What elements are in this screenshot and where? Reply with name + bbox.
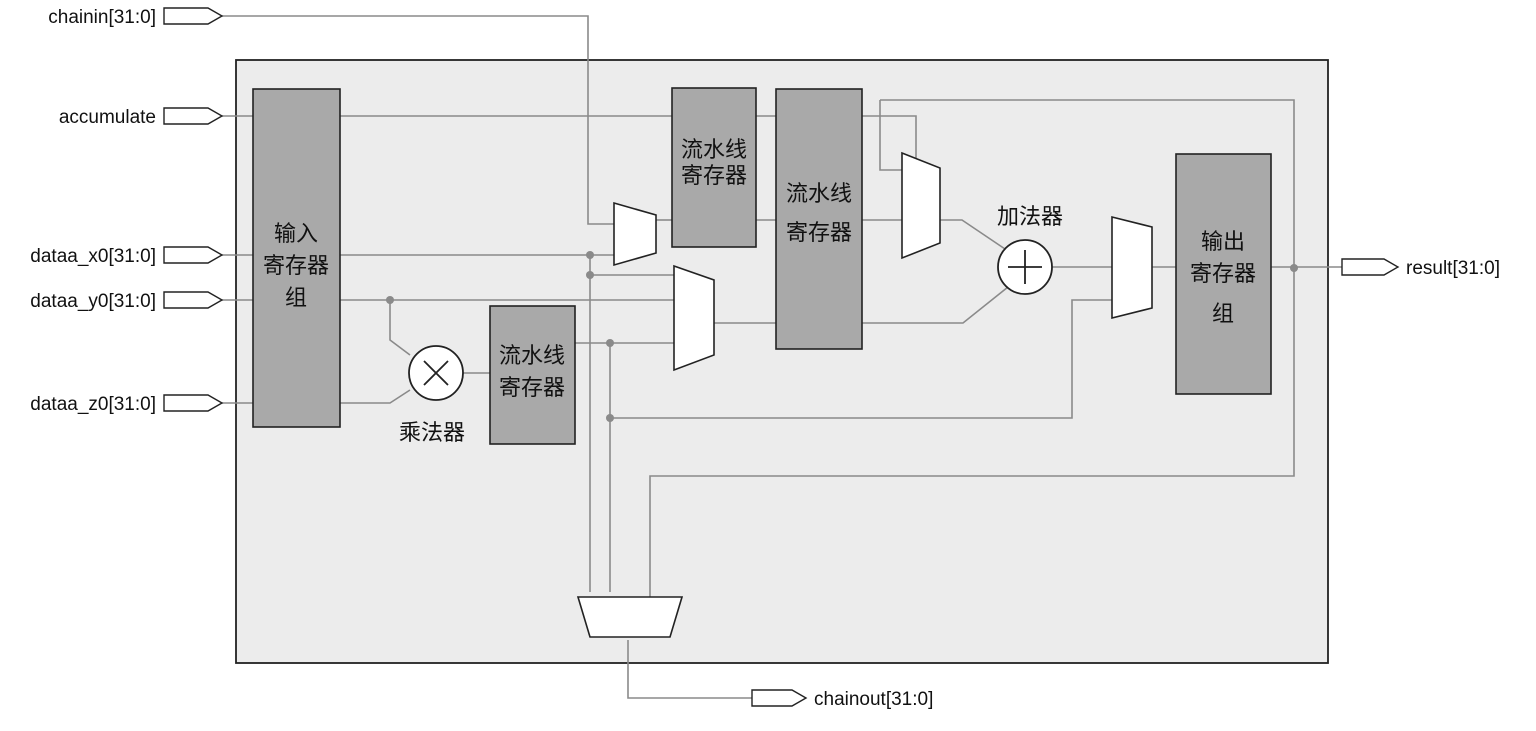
top-pipeline-label-2: 寄存器 [681, 164, 747, 189]
result-mux [1111, 215, 1153, 320]
dataa-z0-label: dataa_z0[31:0] [30, 394, 156, 415]
adder [997, 239, 1053, 295]
chainin-mux [613, 201, 657, 267]
mult-pipeline-label-1: 流水线 [499, 344, 565, 369]
output-register-label-3: 组 [1212, 302, 1234, 327]
chainout-label: chainout[31:0] [814, 689, 933, 710]
input-register-label-3: 组 [285, 286, 307, 311]
junction-dot [606, 414, 614, 422]
accumulate-mux [901, 151, 941, 260]
chainin-port-arrow [163, 7, 224, 25]
input-register-label-1: 输入 [274, 222, 318, 247]
main-pipeline-register [775, 88, 863, 350]
main-pipeline-label-1: 流水线 [786, 182, 852, 207]
input-register-label-2: 寄存器 [263, 254, 329, 279]
adder-label: 加法器 [997, 205, 1063, 230]
result-port-arrow [1341, 258, 1400, 276]
dataa-x0-port-arrow [163, 246, 224, 264]
wires [222, 15, 1342, 699]
output-register-block [1175, 153, 1272, 395]
accumulate-port-arrow [163, 107, 224, 125]
mult-pipeline-label-2: 寄存器 [499, 376, 565, 401]
result-label: result[31:0] [1406, 258, 1500, 279]
input-register-block [252, 88, 341, 428]
accumulate-label: accumulate [59, 107, 156, 128]
mult-pipeline-register [489, 305, 576, 445]
wire-junctions [386, 251, 1298, 422]
junction-dot [1290, 264, 1298, 272]
dataa-z0-port-arrow [163, 394, 224, 412]
dataa-x0-label: dataa_x0[31:0] [30, 246, 156, 267]
chainin-label: chainin[31:0] [48, 7, 156, 28]
output-register-label-2: 寄存器 [1190, 262, 1256, 287]
operand-mux [673, 264, 715, 372]
junction-dot [606, 339, 614, 347]
chainout-mux [576, 596, 684, 638]
junction-dot [386, 296, 394, 304]
chainout-port-arrow [751, 689, 808, 707]
dataa-y0-port-arrow [163, 291, 224, 309]
junction-dot [586, 271, 594, 279]
main-pipeline-label-2: 寄存器 [786, 221, 852, 246]
dataa-y0-label: dataa_y0[31:0] [30, 291, 156, 312]
top-pipeline-register [671, 87, 757, 248]
multiplier-label: 乘法器 [399, 421, 465, 446]
multiplier [408, 345, 464, 401]
junction-dot [586, 251, 594, 259]
top-pipeline-label-1: 流水线 [681, 138, 747, 163]
output-register-label-1: 输出 [1201, 230, 1245, 255]
